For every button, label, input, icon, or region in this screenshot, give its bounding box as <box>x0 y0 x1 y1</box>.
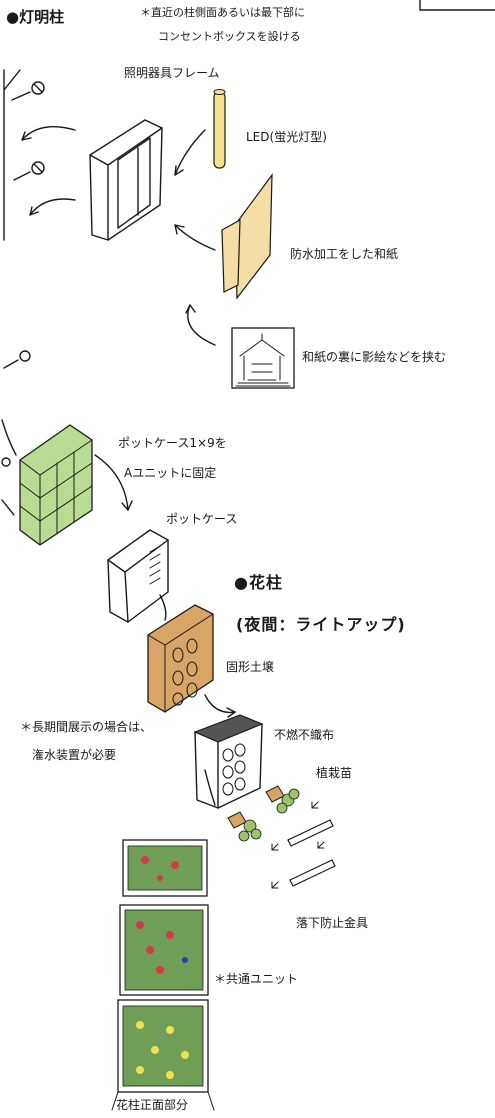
shadow-picture-label: 和紙の裏に影絵などを挟む <box>302 350 447 364</box>
screw-icon <box>1 457 11 467</box>
arrow-head <box>311 801 319 809</box>
arrow-head <box>121 500 133 511</box>
arrow-head <box>174 165 184 176</box>
curved-arrow <box>1 499 15 516</box>
flower-pillar-heading: ●花柱 <box>234 573 283 592</box>
nonwoven-fabric-label: 不燃不織布 <box>274 728 335 742</box>
washi-panel-sketch <box>221 173 273 300</box>
screw-icon <box>3 350 31 369</box>
lantern-pillar-heading: ●灯明柱 <box>6 8 65 26</box>
lighting-frame-label: 照明器具フレーム <box>124 66 220 80</box>
pot-case-box-sketch <box>107 529 169 623</box>
shadow-picture-sketch <box>231 327 295 389</box>
arrow-head <box>174 224 185 235</box>
screw-icon <box>11 81 45 101</box>
pillar-base-lines <box>111 1091 215 1111</box>
long-term-note-line1: ＊長期間展示の場合は、 <box>20 720 153 734</box>
arrow-to-pillar <box>29 198 76 216</box>
arrow-washi-to-frame <box>174 224 216 251</box>
arrow-shadow-to-washi <box>187 304 216 346</box>
arrow-head <box>271 881 279 889</box>
arrow-potcase-to-grid <box>94 454 129 511</box>
pot-fixed-line1: ポットケース1×9を <box>118 436 227 450</box>
long-term-note-line2: 潅水装置が必要 <box>32 748 117 762</box>
arrow-bag-down <box>204 769 216 806</box>
arrow-head <box>226 707 236 718</box>
arrow-soil-to-fabric <box>204 694 236 714</box>
flower-pillar-subheading: (夜間：ライトアップ) <box>236 615 406 634</box>
flower-pillar-front-label: 花柱正面部分 <box>116 1098 189 1112</box>
seedling-sketch <box>265 785 300 814</box>
arrow-box-to-soil <box>159 594 167 621</box>
seedling-sketch <box>227 811 262 842</box>
arrow-to-pillar <box>21 126 76 141</box>
seedling-label: 植栽苗 <box>316 766 353 780</box>
arrow-led-to-frame <box>174 129 206 176</box>
screw-icon <box>13 161 45 181</box>
soil-block-sketch <box>147 604 214 713</box>
arrow-head <box>29 206 39 216</box>
arrow-head <box>185 304 196 314</box>
flower-pillar-front-sketch <box>117 839 209 1093</box>
fall-guard-bracket-sketch <box>287 819 336 887</box>
pot-case-label: ポットケース <box>166 512 238 526</box>
washi-label: 防水加工をした和紙 <box>290 247 399 261</box>
curved-arrow <box>3 69 21 91</box>
arrow-head <box>21 131 32 141</box>
pot-fixed-line2: Aユニットに固定 <box>124 466 217 480</box>
pot-case-grid-sketch <box>19 424 93 546</box>
arrow-head <box>317 841 325 849</box>
solid-soil-label: 固形土壌 <box>226 660 275 674</box>
common-unit-label: ＊共通ユニット <box>214 972 299 986</box>
nonwoven-bag-sketch <box>193 714 264 809</box>
outlet-note-line1: ＊直近の柱側面あるいは最下部に <box>140 6 305 19</box>
curved-arrow <box>1 419 17 456</box>
led-tube-sketch <box>213 89 226 169</box>
arrow-head <box>271 843 279 851</box>
fall-guard-label: 落下防止金具 <box>296 916 369 930</box>
outlet-note-line2: コンセントボックスを設ける <box>158 30 301 43</box>
corner-frame-line <box>419 0 495 11</box>
led-label: LED(蛍光灯型) <box>246 130 327 144</box>
lighting-frame-sketch <box>89 119 163 241</box>
